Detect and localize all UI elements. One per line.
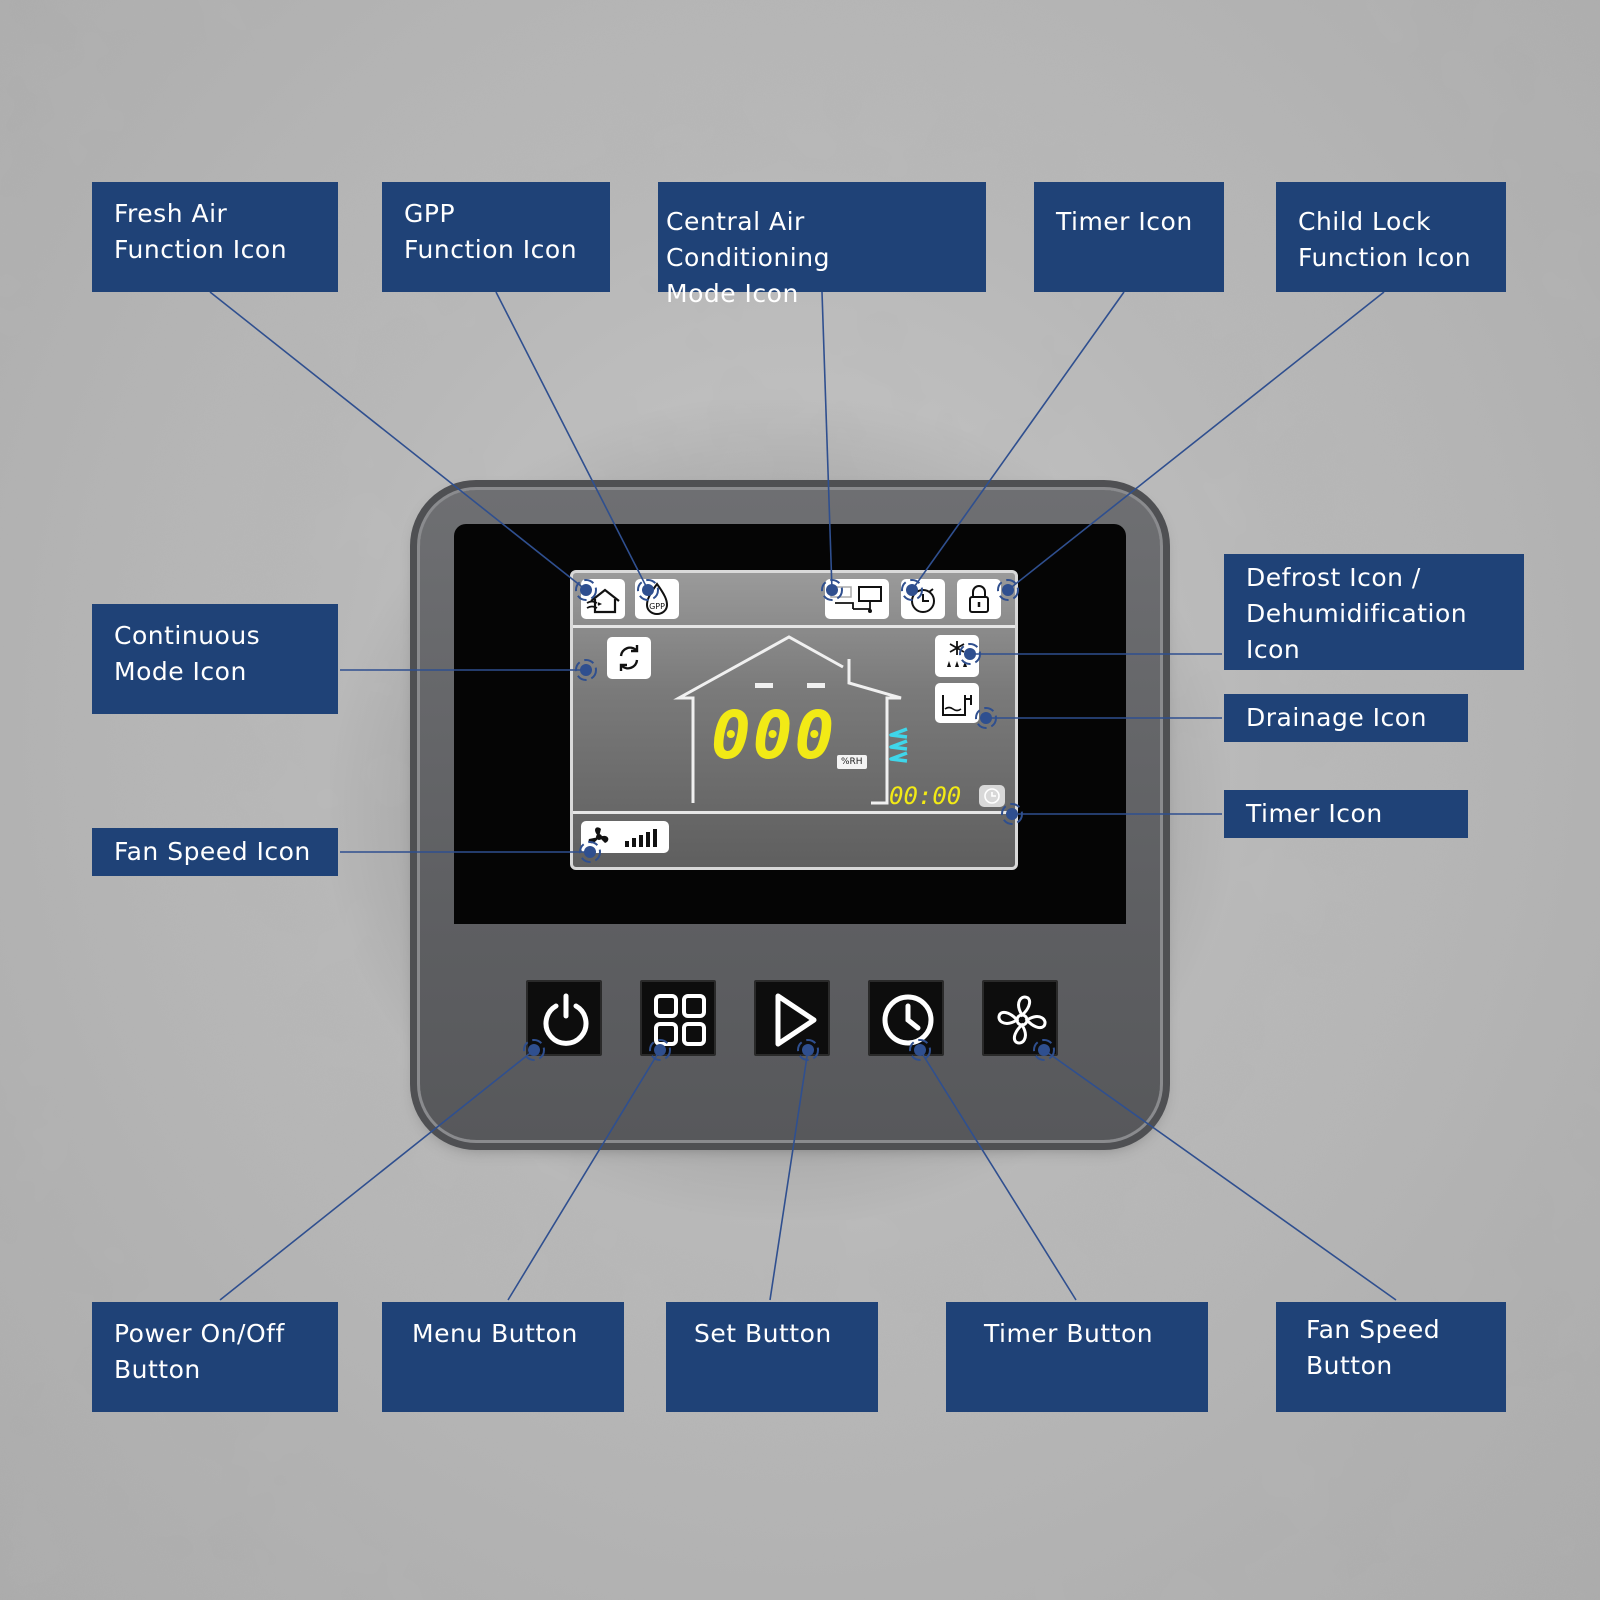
house-outline (673, 635, 902, 805)
label-defrost: Defrost Icon / Dehumidification Icon (1224, 554, 1524, 670)
drainage-icon (935, 683, 979, 723)
fan-speed-icon (581, 821, 669, 853)
label-continuous: Continuous Mode Icon (92, 604, 338, 714)
humidity-readout: 000 (711, 697, 837, 774)
screen-divider-top (573, 625, 1015, 628)
label-central-ac: Central Air Conditioning Mode Icon (658, 182, 986, 308)
label-child-lock: Child Lock Function Icon (1276, 182, 1506, 292)
display-glass: GPP (454, 524, 1126, 924)
label-menu: Menu Button (382, 1302, 624, 1412)
control-panel-device: GPP (420, 490, 1160, 1140)
timer-readout: 00:00 (889, 782, 962, 810)
play-icon (775, 993, 817, 1047)
timer-icon-top (901, 579, 945, 619)
gpp-icon-text: GPP (649, 602, 665, 611)
fan-speed-button[interactable] (982, 980, 1058, 1056)
timer-button[interactable] (868, 980, 944, 1056)
menu-grid-icon (654, 994, 706, 1046)
central-air-conditioning-icon (825, 579, 889, 619)
timer-icon-side (979, 785, 1005, 807)
label-drainage: Drainage Icon (1224, 694, 1468, 742)
child-lock-icon (957, 579, 1001, 619)
menu-button[interactable] (640, 980, 716, 1056)
defrost-dehumidification-icon (935, 635, 979, 677)
lcd-screen: GPP (570, 570, 1018, 870)
continuous-mode-icon (607, 637, 651, 679)
power-button[interactable] (526, 980, 602, 1056)
airflow-icon (889, 727, 908, 763)
label-timer-side: Timer Icon (1224, 790, 1468, 838)
label-timer-button: Timer Button (946, 1302, 1208, 1412)
humidity-unit: %RH (837, 755, 867, 769)
label-fan-speed-button: Fan Speed Button (1276, 1302, 1506, 1412)
label-fan-speed-icon: Fan Speed Icon (92, 828, 338, 876)
power-icon (543, 993, 589, 1046)
label-fresh-air: Fresh Air Function Icon (92, 182, 338, 292)
label-set: Set Button (666, 1302, 878, 1412)
fresh-air-icon (581, 579, 625, 619)
label-timer-top: Timer Icon (1034, 182, 1224, 292)
fan-icon (997, 995, 1047, 1045)
set-button[interactable] (754, 980, 830, 1056)
screen-divider-bottom (573, 811, 1015, 814)
gpp-icon: GPP (635, 579, 679, 619)
label-gpp: GPP Function Icon (382, 182, 610, 292)
label-power: Power On/Off Button (92, 1302, 338, 1412)
clock-icon (882, 994, 934, 1046)
